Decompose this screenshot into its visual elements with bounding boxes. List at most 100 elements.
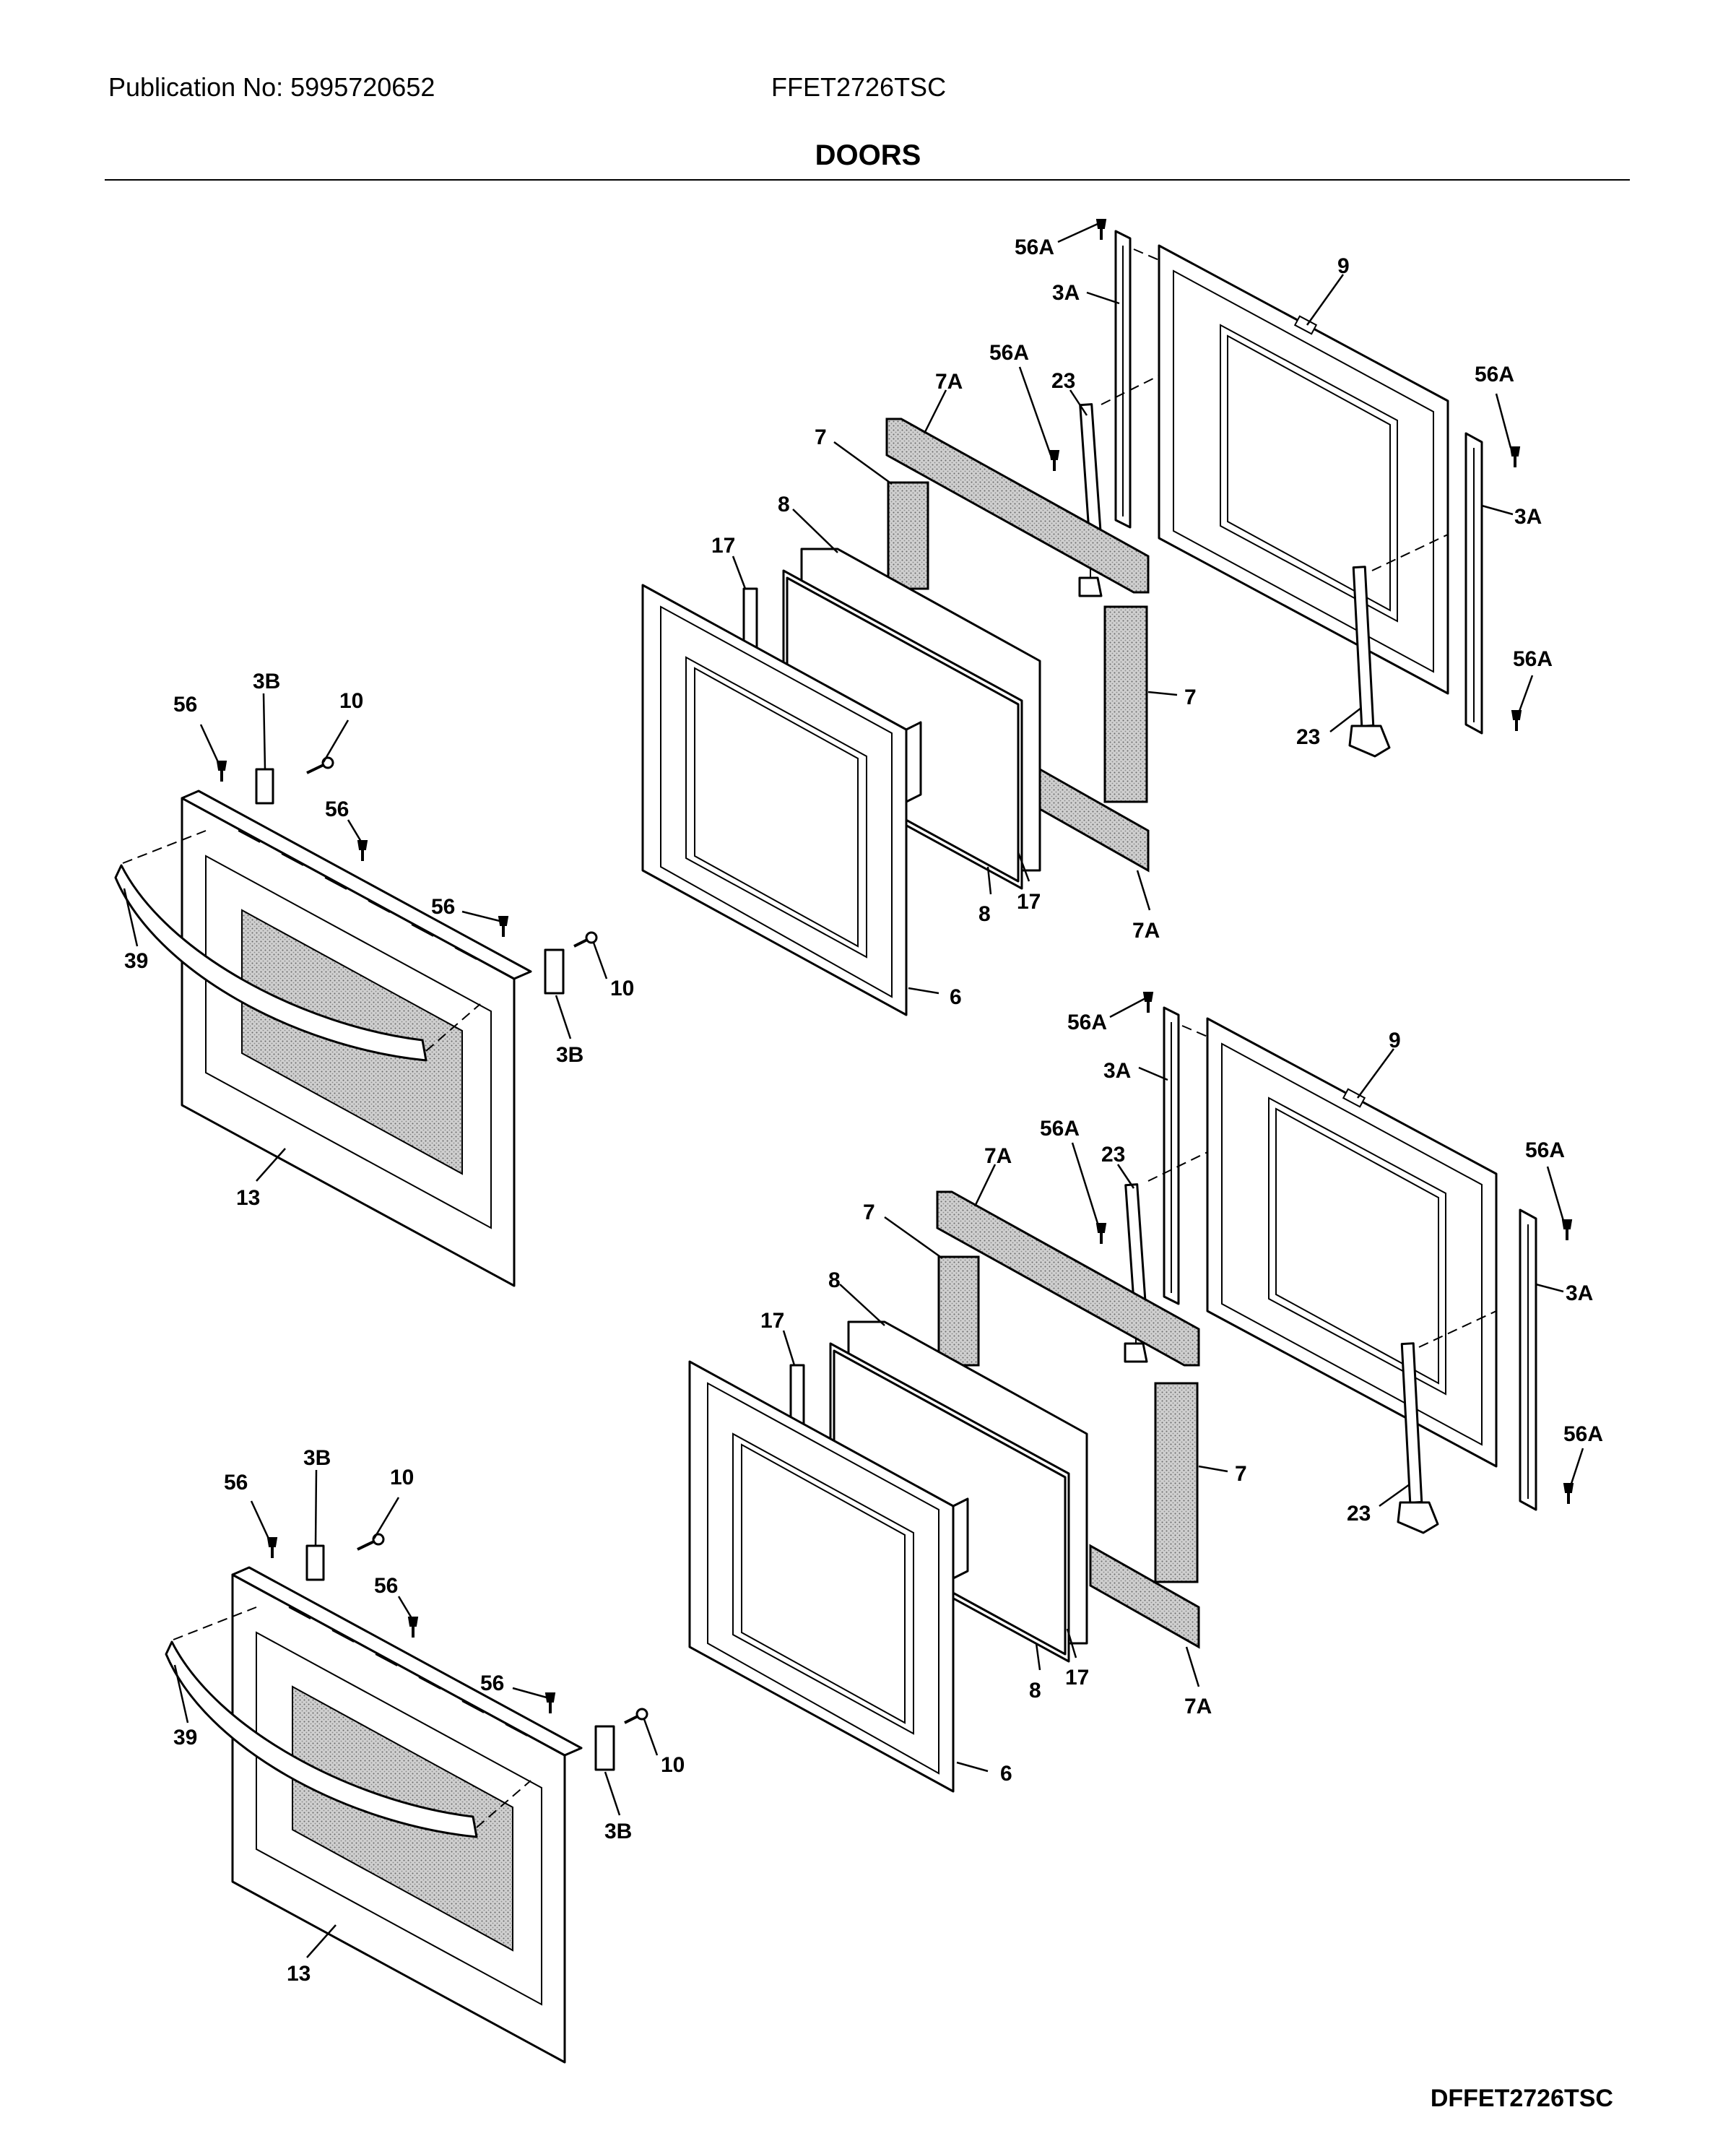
callout-10: 10	[390, 1466, 414, 1489]
diagram-code: DFFET2726TSC	[1430, 2085, 1613, 2112]
callout-3A: 3A	[1103, 1059, 1131, 1083]
lower-insulation-7-left	[937, 1255, 980, 1367]
callout-56A: 56A	[1563, 1422, 1603, 1446]
callout-23: 23	[1296, 725, 1320, 749]
lower-gasket-7A-bottom	[1089, 1544, 1200, 1649]
lower-screw-56A-top	[1142, 991, 1154, 1014]
callout-23: 23	[1101, 1143, 1125, 1167]
callout-7A: 7A	[1184, 1695, 1212, 1718]
callout-56A: 56A	[1525, 1138, 1565, 1162]
callout-3B: 3B	[303, 1446, 331, 1470]
model-number: FFET2726TSC	[771, 72, 947, 102]
upper-insulation-7-left	[887, 481, 929, 590]
callout-6: 6	[1000, 1762, 1012, 1786]
lower-door-liner	[1206, 1017, 1498, 1468]
lower-door-handle	[165, 1640, 478, 1838]
callout-3A: 3A	[1052, 281, 1080, 305]
callout-6: 6	[950, 985, 962, 1009]
upper-screw-56-b	[357, 839, 368, 862]
upper-inner-door-assembly	[641, 218, 1522, 1016]
upper-screw-56A-hinge	[1049, 449, 1060, 472]
callout-56: 56	[480, 1671, 504, 1695]
lower-inner-callouts: 56A 3A 9 56A 23 56A 7A 7 3A 8 17 56A 7 2…	[760, 1011, 1603, 1786]
lower-screw-56A-right-top	[1561, 1219, 1573, 1242]
callout-56A: 56A	[1513, 647, 1553, 671]
upper-screw-56A-right-top	[1509, 446, 1521, 469]
callout-7: 7	[1184, 685, 1197, 709]
callout-7A: 7A	[1132, 919, 1160, 943]
lower-inner-door-frame	[688, 1360, 969, 1793]
leader-lines	[123, 222, 1584, 1958]
callout-56: 56	[224, 1471, 248, 1495]
callout-8: 8	[828, 1268, 841, 1292]
upper-door-handle	[114, 864, 428, 1062]
lower-outer-door	[165, 1533, 648, 2064]
callout-56: 56	[173, 693, 197, 717]
callout-56A: 56A	[1475, 363, 1514, 386]
callout-8: 8	[778, 493, 790, 516]
upper-door-liner	[1158, 244, 1449, 695]
callout-10: 10	[339, 689, 363, 713]
callout-3A: 3A	[1566, 1281, 1593, 1305]
upper-screw-56A-right-bottom	[1511, 709, 1522, 732]
callout-56A: 56A	[989, 341, 1029, 365]
callout-13: 13	[236, 1186, 260, 1210]
lower-screw-10-top	[357, 1533, 385, 1551]
callout-8: 8	[1029, 1679, 1041, 1703]
callout-7: 7	[815, 425, 827, 449]
callout-13: 13	[287, 1962, 311, 1986]
upper-inner-door-frame	[641, 584, 922, 1016]
lower-inner-door-assembly	[688, 991, 1574, 1793]
lower-gasket-7A-top	[936, 1190, 1200, 1367]
callout-3B: 3B	[556, 1043, 583, 1067]
callout-10: 10	[661, 1753, 685, 1777]
lower-clip-3B-bottom	[594, 1725, 615, 1771]
callout-7: 7	[863, 1201, 875, 1224]
callout-56A: 56A	[1040, 1117, 1080, 1141]
callout-8: 8	[978, 902, 991, 926]
title-rule	[105, 179, 1630, 181]
callout-3B: 3B	[253, 670, 280, 693]
upper-outer-callouts: 56 3B 10 56 56 39 10 3B 13	[124, 670, 634, 1210]
callout-7A: 7A	[935, 370, 963, 394]
callout-23: 23	[1347, 1502, 1371, 1526]
upper-screw-56-a	[216, 760, 227, 783]
callout-9: 9	[1337, 254, 1350, 278]
lower-clip-3B-top	[305, 1544, 325, 1581]
callout-17: 17	[711, 534, 735, 558]
callout-39: 39	[173, 1726, 197, 1749]
callout-56: 56	[431, 895, 455, 919]
callout-3A: 3A	[1514, 505, 1542, 529]
callout-10: 10	[610, 977, 634, 1000]
callout-7: 7	[1235, 1462, 1247, 1486]
callout-17: 17	[1017, 890, 1041, 914]
publication-number: Publication No: 5995720652	[108, 72, 435, 102]
upper-screw-10-top	[306, 756, 334, 774]
callout-39: 39	[124, 949, 148, 973]
callout-56: 56	[325, 797, 349, 821]
upper-hinge-bottom	[1348, 566, 1391, 758]
callout-17: 17	[1065, 1666, 1089, 1690]
callout-56A: 56A	[1067, 1011, 1107, 1034]
callout-3B: 3B	[604, 1820, 632, 1843]
callout-23: 23	[1051, 369, 1075, 393]
lower-insulation-7-right	[1154, 1382, 1199, 1583]
lower-outer-callouts: 56 3B 10 56 56 39 10 3B 13	[173, 1446, 685, 1986]
lower-screw-56A-right-bottom	[1563, 1482, 1574, 1505]
lower-hinge-bottom	[1397, 1342, 1439, 1534]
lower-screw-10-bottom	[624, 1708, 648, 1724]
section-title: DOORS	[815, 139, 921, 171]
lower-screw-56-c	[544, 1692, 556, 1715]
upper-screw-56-c	[498, 915, 509, 938]
callout-7A: 7A	[984, 1144, 1012, 1168]
upper-screw-10-bottom	[573, 931, 598, 948]
upper-screw-56A-top	[1095, 218, 1107, 241]
upper-outer-door	[114, 756, 598, 1287]
lower-screw-56-a	[266, 1536, 278, 1560]
upper-gasket-7A-top	[885, 418, 1150, 594]
callout-56: 56	[374, 1574, 398, 1598]
callout-17: 17	[760, 1309, 784, 1333]
lower-screw-56-b	[407, 1616, 419, 1639]
upper-insulation-7-right	[1103, 605, 1148, 803]
